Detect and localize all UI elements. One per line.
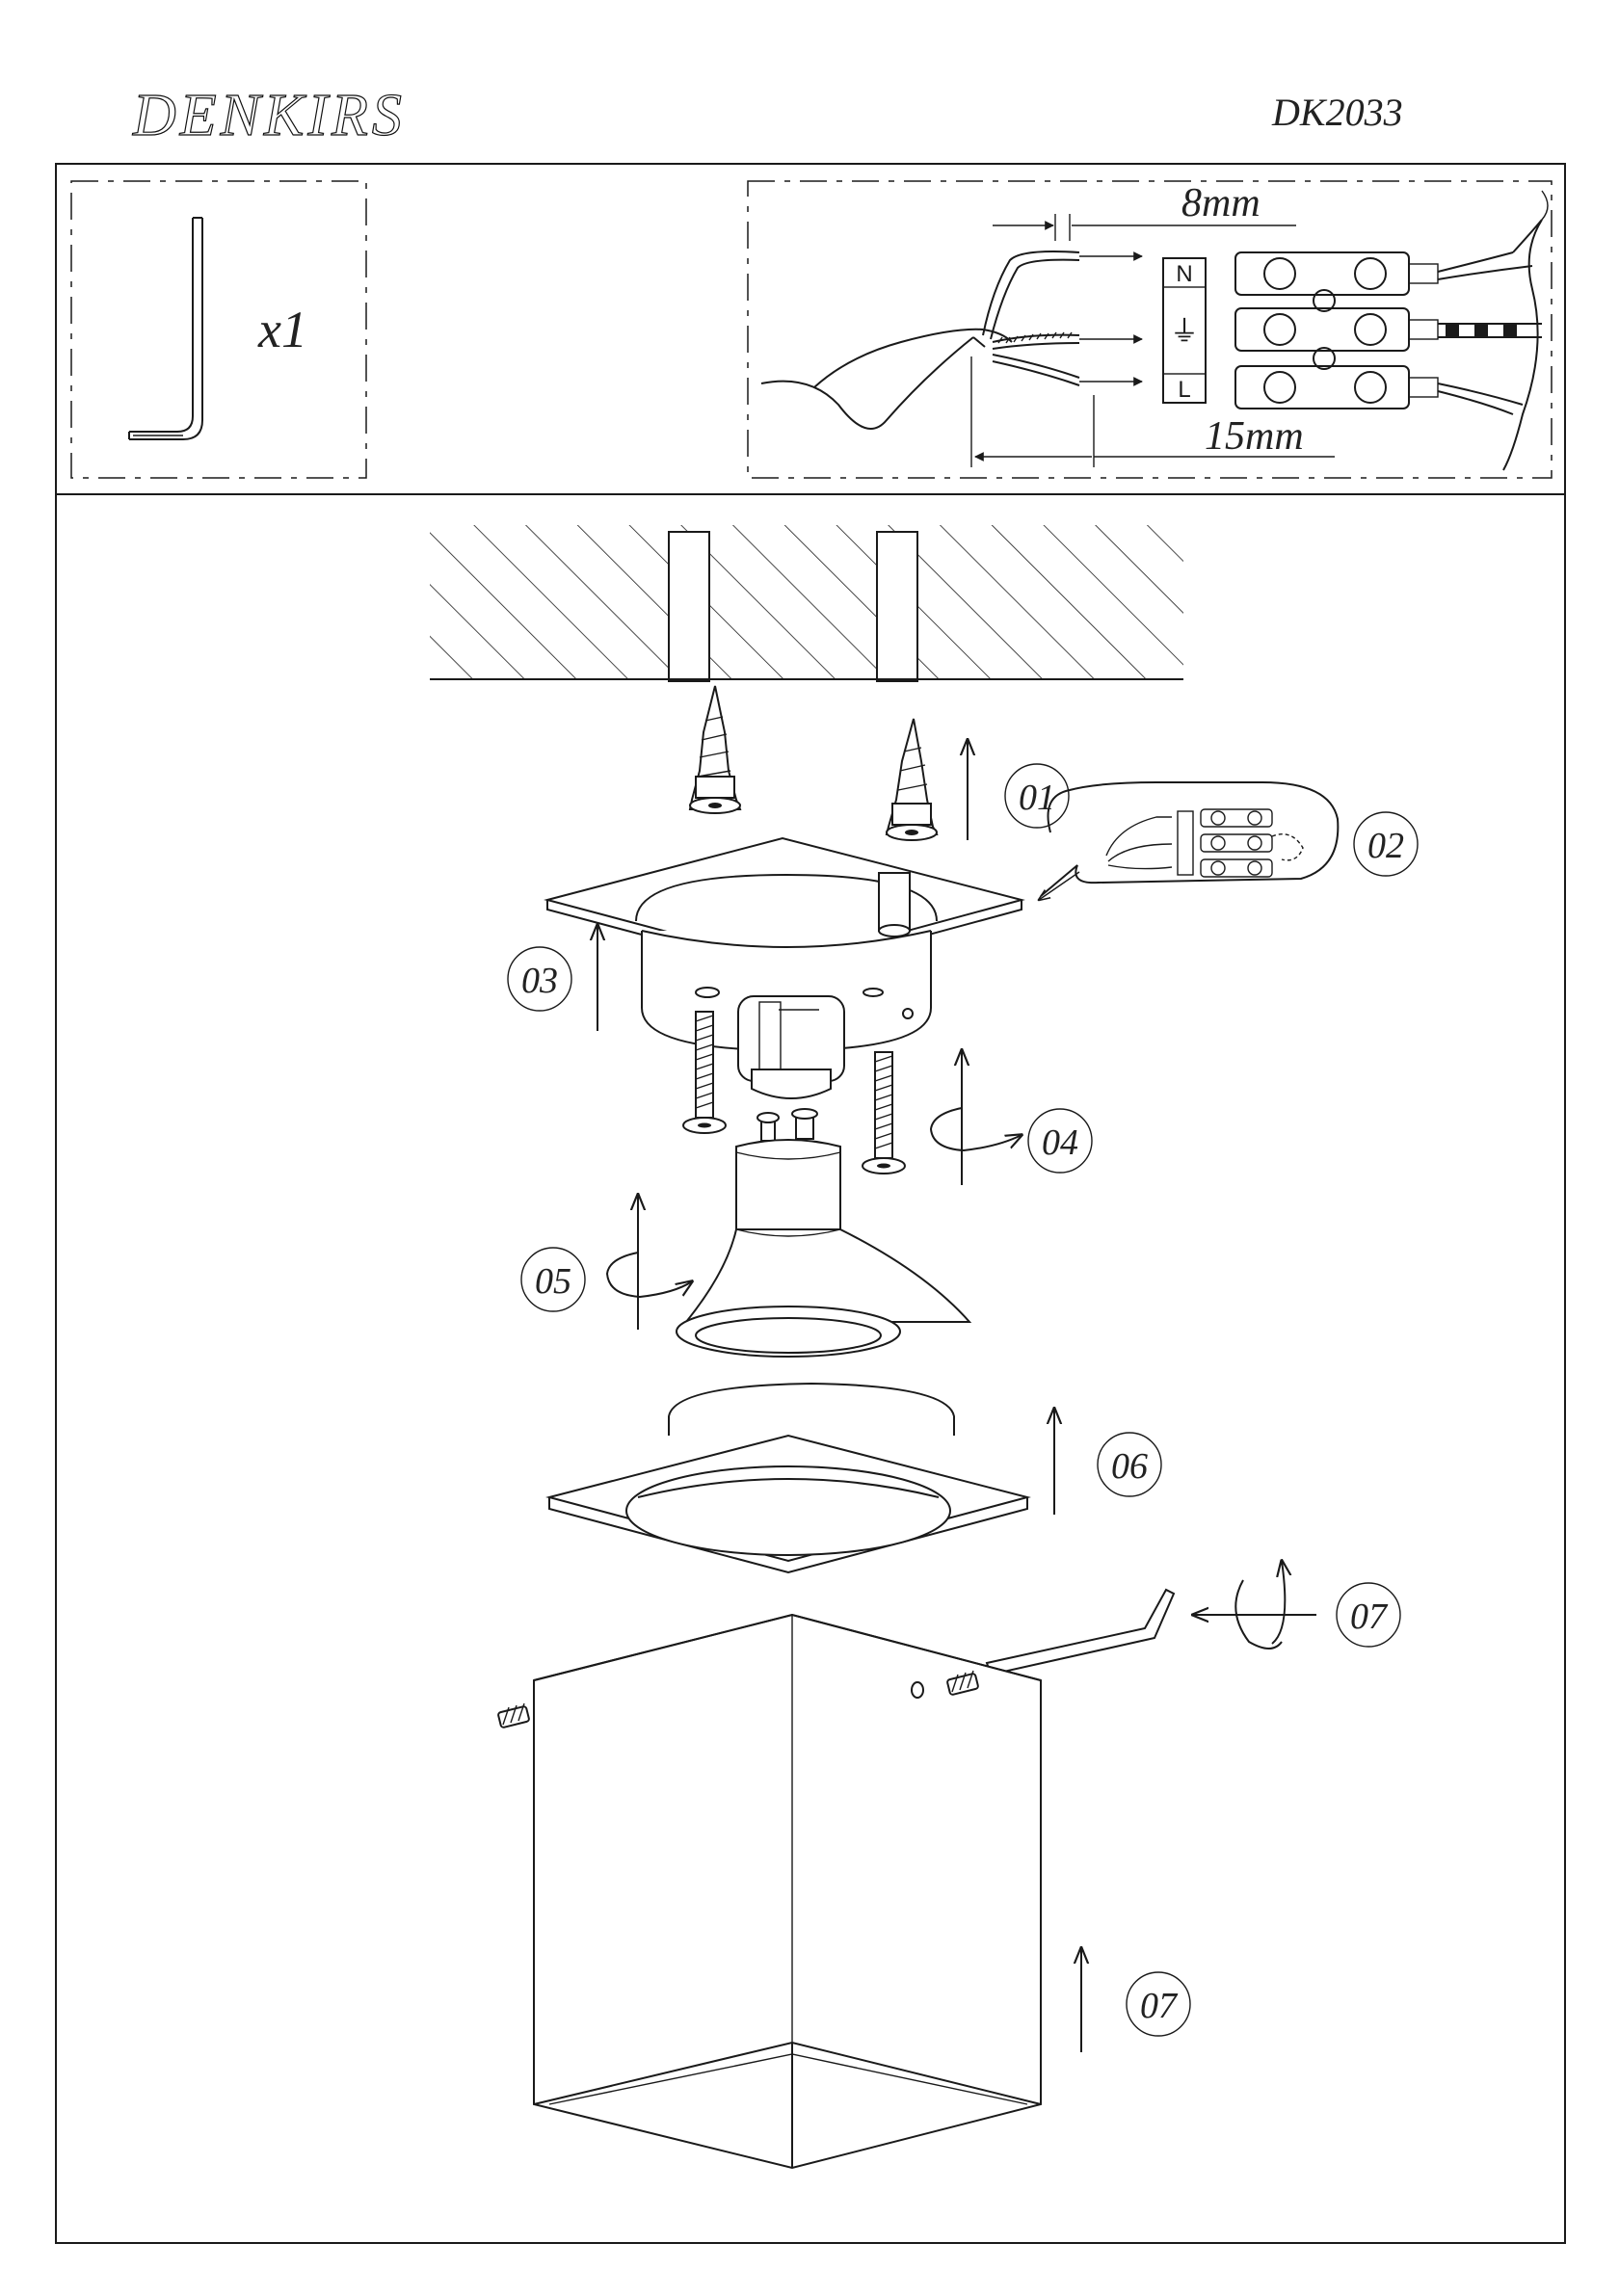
brand-logo: DENKIRS	[132, 83, 406, 148]
svg-text:07: 07	[1140, 1986, 1179, 2026]
dimension-8mm: 8mm	[993, 181, 1296, 241]
terminal-label-n: N	[1176, 261, 1192, 287]
svg-text:03: 03	[521, 961, 558, 1001]
set-screw-left-icon	[497, 1702, 530, 1729]
rotate-arrow-step-04	[929, 1050, 1022, 1185]
gu10-bulb-icon	[676, 1108, 972, 1358]
svg-text:07: 07	[1350, 1597, 1389, 1637]
ceiling-section	[430, 525, 1183, 682]
wall-plug-right-icon	[885, 718, 939, 841]
hex-key-icon	[128, 217, 203, 440]
svg-text:05: 05	[535, 1261, 571, 1302]
wiring-callout-bubble	[1040, 781, 1340, 897]
wiring-panel: 8mm 15mm	[747, 180, 1553, 479]
output-cable-icon	[1437, 190, 1549, 471]
svg-text:04: 04	[1042, 1122, 1078, 1163]
step-badge-07-top: 07	[1336, 1582, 1401, 1648]
terminal-label-earth: ⏚	[1170, 315, 1199, 349]
cable-icon	[760, 251, 1143, 430]
step-badge-05: 05	[520, 1247, 586, 1312]
dimension-label-15mm: 15mm	[1205, 414, 1304, 459]
rotate-arrow-step-05	[605, 1195, 692, 1330]
screw-right-icon	[862, 1051, 906, 1174]
step-badge-01: 01	[1004, 763, 1070, 829]
step-badge-04: 04	[1027, 1108, 1093, 1174]
hex-key-quantity: x1	[257, 301, 307, 358]
hex-key-tool-icon	[985, 1588, 1176, 1676]
mounting-bracket-icon	[544, 836, 1025, 1099]
set-screw-right-icon	[946, 1670, 979, 1696]
step-badge-06: 06	[1097, 1432, 1162, 1497]
callout-pointer	[1039, 871, 1080, 900]
terminal-label-l: L	[1178, 377, 1190, 403]
dimension-label-8mm: 8mm	[1181, 181, 1261, 225]
model-number: DK2033	[1271, 91, 1403, 134]
cube-housing-icon	[533, 1613, 1042, 2170]
page-frame	[55, 163, 1566, 2244]
dimension-15mm: 15mm	[970, 356, 1335, 467]
step-badge-03: 03	[507, 946, 572, 1012]
svg-text:01: 01	[1019, 778, 1055, 818]
trim-plate-icon	[545, 1382, 1031, 1574]
svg-text:02: 02	[1367, 826, 1404, 866]
rotate-arrow-step-07	[1193, 1561, 1316, 1649]
step-badge-02: 02	[1353, 811, 1419, 877]
wall-plug-left-icon	[688, 685, 742, 814]
hex-key-panel: x1	[70, 180, 367, 479]
terminal-label-column: N ⏚ L	[1162, 257, 1207, 404]
step-badge-07-bottom: 07	[1126, 1971, 1191, 2037]
screw-left-icon	[682, 1011, 727, 1134]
terminal-block-icon	[1234, 251, 1439, 409]
svg-text:06: 06	[1111, 1446, 1148, 1487]
